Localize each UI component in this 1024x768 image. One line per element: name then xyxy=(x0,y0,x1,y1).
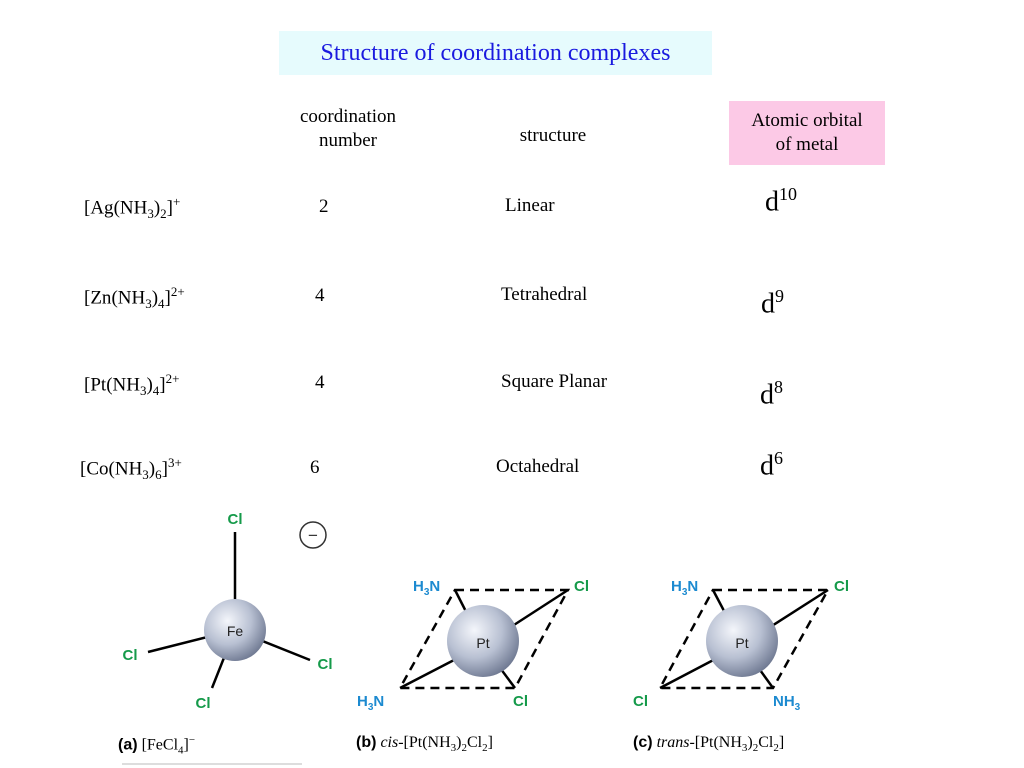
caption-a: (a) [FeCl4]− xyxy=(118,734,196,757)
d-configuration: d10 xyxy=(765,184,797,218)
pt-label: Pt xyxy=(476,635,489,651)
d-configuration: d6 xyxy=(760,448,783,482)
cl-label-top: Cl xyxy=(228,511,243,528)
cl-label-top: Cl xyxy=(834,578,849,595)
structure-name: Linear xyxy=(505,195,555,216)
header-coordination-line1: coordination xyxy=(299,106,397,127)
diagram-fecl4: Fe Cl Cl Cl Cl − xyxy=(123,511,333,712)
negative-charge-symbol: − xyxy=(308,526,318,545)
header-orbital-line2: of metal xyxy=(775,134,839,155)
diagram-trans-platin: Pt H3N Cl Cl NH3 xyxy=(633,578,849,713)
page-title: Structure of coordination complexes xyxy=(279,31,712,75)
structure-name: Tetrahedral xyxy=(501,284,588,305)
coordination-number: 4 xyxy=(315,372,325,393)
caption-underline xyxy=(122,763,302,765)
h3n-label-top: H3N xyxy=(671,578,698,598)
coordination-number: 4 xyxy=(315,285,325,306)
pt-atom-sphere xyxy=(447,605,519,677)
header-coordination-line2: number xyxy=(318,130,378,151)
cl-label-bottom: Cl xyxy=(513,693,528,710)
header-structure: structure xyxy=(519,125,587,146)
negative-charge-icon xyxy=(299,521,327,549)
cl-label-bottom: Cl xyxy=(633,693,648,710)
complex-formula: [Co(NH3)6]3+ xyxy=(80,455,182,483)
complex-formula: [Pt(NH3)4]2+ xyxy=(84,371,180,399)
header-orbital-line1: Atomic orbital xyxy=(751,110,863,131)
coordination-number: 2 xyxy=(319,196,329,217)
structure-name: Octahedral xyxy=(496,456,580,477)
d-configuration: d9 xyxy=(761,286,784,320)
d-configuration: d8 xyxy=(760,377,783,411)
complex-formula: [Ag(NH3)2]+ xyxy=(84,194,181,222)
h3n-label-top: H3N xyxy=(413,578,440,598)
coordination-number: 6 xyxy=(310,457,320,478)
fe-label: Fe xyxy=(227,623,244,639)
nh3-label-bottom: NH3 xyxy=(773,693,801,713)
cl-label-bottom: Cl xyxy=(196,695,211,712)
header-coordination-number: coordination number xyxy=(278,105,418,153)
structure-name: Square Planar xyxy=(501,371,608,392)
fe-atom-sphere xyxy=(204,599,266,661)
caption-b: (b) cis-[Pt(NH3)2Cl2] xyxy=(356,734,493,755)
h3n-label-bottom: H3N xyxy=(357,693,384,713)
cl-label-right: Cl xyxy=(318,656,333,673)
pt-label: Pt xyxy=(735,635,748,651)
caption-c: (c) trans-[Pt(NH3)2Cl2] xyxy=(633,734,785,755)
complex-formula: [Zn(NH3)4]2+ xyxy=(84,284,185,312)
pt-atom-sphere xyxy=(706,605,778,677)
diagram-cis-platin: Pt H3N Cl H3N Cl xyxy=(357,578,589,713)
cl-label-top: Cl xyxy=(574,578,589,595)
header-atomic-orbital: Atomic orbital of metal xyxy=(729,101,885,165)
square-planar-outline xyxy=(397,588,571,690)
cl-label-left: Cl xyxy=(123,647,138,664)
